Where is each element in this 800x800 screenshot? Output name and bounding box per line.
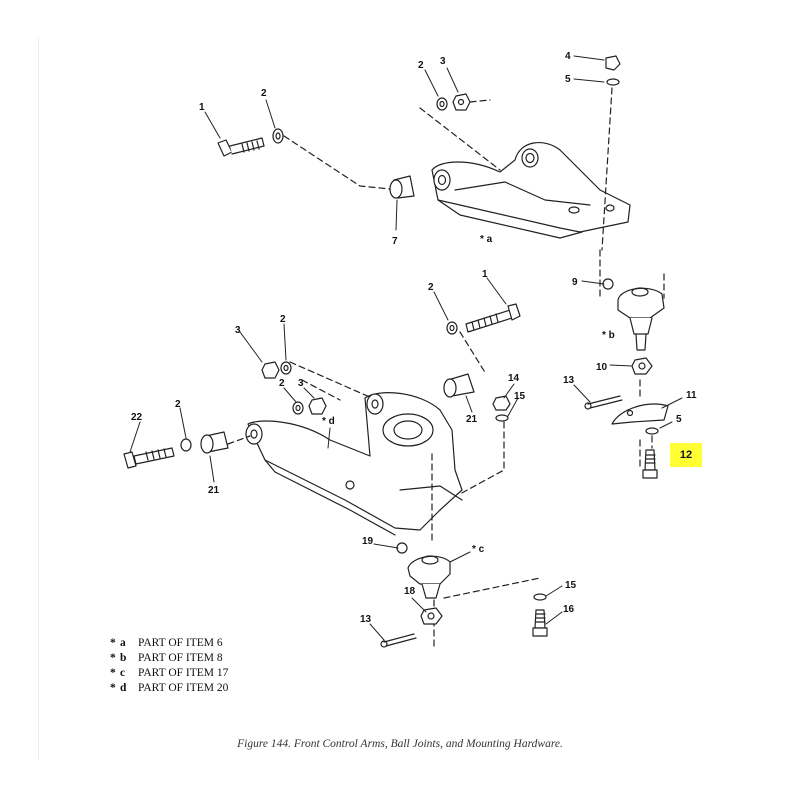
lower-control-arm — [245, 392, 463, 536]
callout-2: 2 — [261, 88, 267, 99]
upper-stud-nut — [605, 55, 621, 86]
callout-14: 14 — [508, 373, 520, 384]
callout-2: 2 — [418, 60, 424, 71]
callout-3: 3 — [235, 325, 241, 336]
callout-star-b: * b — [602, 330, 615, 341]
callout-22: 22 — [131, 412, 143, 423]
highlight-box — [670, 443, 702, 467]
washer-15-low — [533, 593, 547, 601]
callout-11: 11 — [686, 390, 697, 401]
callout-5: 5 — [565, 74, 571, 85]
lower-ball-joint — [396, 542, 451, 599]
callout-2: 2 — [279, 378, 285, 389]
upper-control-arm — [431, 142, 631, 239]
lower-bolt-right — [465, 303, 521, 333]
callout-2: 2 — [280, 314, 286, 325]
callout-21: 21 — [466, 414, 478, 425]
callout-7: 7 — [392, 236, 398, 247]
callout-3: 3 — [440, 56, 446, 67]
bolt-12 — [642, 449, 658, 479]
callout-1: 1 — [199, 102, 205, 113]
callout-18: 18 — [404, 586, 416, 597]
mid-guide-lines — [639, 273, 665, 449]
callout-21: 21 — [208, 485, 220, 496]
callout-15: 15 — [514, 391, 526, 402]
callout-13: 13 — [563, 375, 575, 386]
callout-15: 15 — [565, 580, 577, 591]
upper-washer — [272, 128, 284, 144]
callout-13: 13 — [360, 614, 372, 625]
callout-star-a: * a — [480, 234, 493, 245]
leader-arrows — [129, 55, 683, 641]
callout-1: 1 — [482, 269, 488, 280]
upper-guide-lines — [283, 87, 613, 301]
callout-9: 9 — [572, 277, 578, 288]
lower-nuts-left — [261, 361, 327, 415]
upper-bolt — [217, 137, 265, 157]
upper-bushing — [389, 175, 415, 199]
page-margin-line — [38, 38, 39, 760]
highlighted-callout[interactable]: 12 — [670, 443, 702, 467]
lower-nut-14-15 — [492, 395, 511, 422]
callout-star-c: * c — [472, 544, 485, 555]
upper-nut-top — [452, 93, 471, 111]
lower-guide-lines — [227, 331, 641, 651]
callout-5: 5 — [676, 414, 682, 425]
callout-star-d: * d — [322, 416, 335, 427]
bolt-16 — [532, 609, 548, 637]
shield-plate — [611, 403, 669, 425]
upper-ball-joint-nut — [631, 357, 653, 375]
upper-washer-top — [436, 97, 448, 111]
callout-12: 12 — [679, 449, 693, 461]
callout-2: 2 — [428, 282, 434, 293]
callout-16: 16 — [563, 604, 575, 615]
upper-ball-joint — [602, 278, 665, 351]
washer-5-mid — [645, 427, 659, 435]
callout-19: 19 — [362, 536, 374, 547]
figure-caption: Figure 144. Front Control Arms, Ball Joi… — [237, 738, 563, 750]
cotter-pin-mid — [584, 395, 623, 410]
lower-bushing-right — [443, 373, 475, 398]
callout-10: 10 — [596, 362, 608, 373]
callout-3: 3 — [298, 378, 304, 389]
callout-2: 2 — [175, 399, 181, 410]
lower-washer-right — [446, 321, 458, 335]
cotter-pin-low — [380, 633, 417, 648]
callout-4: 4 — [565, 51, 571, 62]
lower-bolt-left — [123, 431, 229, 469]
